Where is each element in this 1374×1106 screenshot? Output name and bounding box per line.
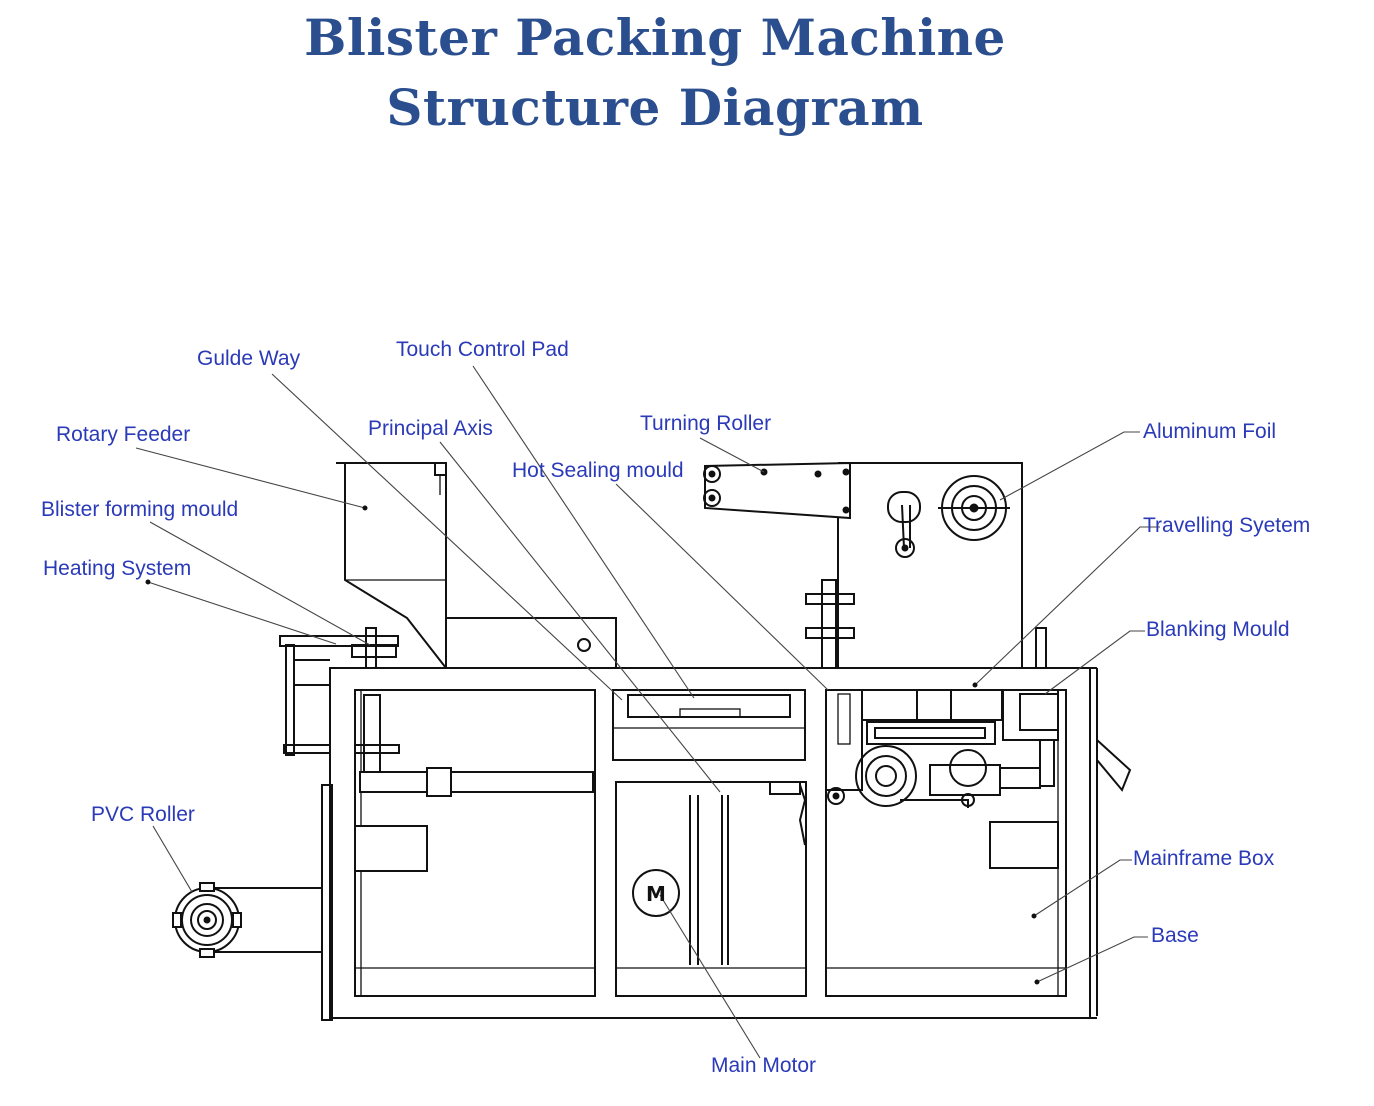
label-main-motor: Main Motor <box>711 1054 816 1077</box>
heating-system-drawing <box>279 627 399 756</box>
pvc-roller-drawing <box>172 882 322 958</box>
label-touch-control-pad: Touch Control Pad <box>396 338 569 361</box>
component-labels: Gulde Way Touch Control Pad Rotary Feede… <box>41 338 1310 1077</box>
blister-forming-mould-drawing <box>354 694 594 872</box>
label-travelling-system: Travelling Syetem <box>1143 514 1310 537</box>
aluminum-foil-tower-drawing <box>703 461 1047 669</box>
label-blister-forming-mould: Blister forming mould <box>41 498 238 521</box>
label-aluminum-foil: Aluminum Foil <box>1143 420 1276 443</box>
leader-dots <box>145 505 1040 985</box>
guide-way-drawing <box>612 689 807 846</box>
diagram-title-line-2: Structure Diagram <box>386 78 924 137</box>
label-heating-system: Heating System <box>43 557 191 580</box>
label-principal-axis: Principal Axis <box>368 417 493 440</box>
main-motor-drawing <box>632 869 680 917</box>
diagram-title-line-1: Blister Packing Machine <box>304 8 1006 67</box>
machine-drawing <box>172 461 1132 1021</box>
label-mainframe-box: Mainframe Box <box>1133 847 1275 870</box>
travelling-system-drawing <box>825 689 1132 869</box>
rotary-feeder-drawing <box>336 462 617 669</box>
label-base: Base <box>1151 924 1199 947</box>
label-rotary-feeder: Rotary Feeder <box>56 423 190 446</box>
label-turning-roller: Turning Roller <box>640 412 771 435</box>
label-pvc-roller: PVC Roller <box>91 803 195 826</box>
label-blanking-mould: Blanking Mould <box>1146 618 1290 641</box>
leader-lines <box>135 365 1160 1059</box>
label-guide-way: Gulde Way <box>197 347 301 370</box>
label-hot-sealing-mould: Hot Sealing mould <box>512 459 684 482</box>
motor-symbol: M <box>646 882 666 906</box>
